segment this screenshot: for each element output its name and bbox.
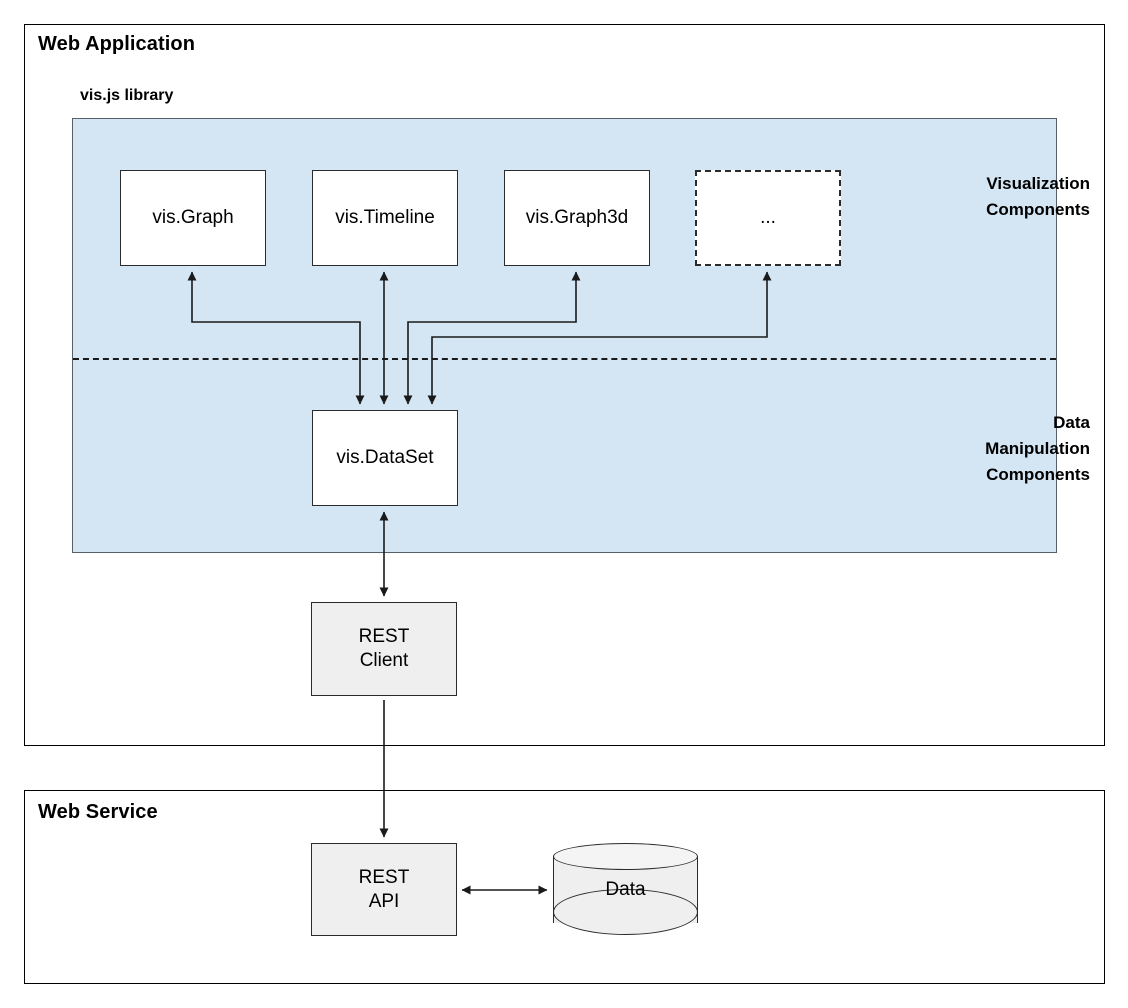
cylinder-bottom-ellipse bbox=[553, 889, 698, 935]
node-ellipsis-label: ... bbox=[760, 207, 776, 228]
node-rest-api-label: REST API bbox=[358, 866, 410, 912]
node-vis-graph3d[interactable]: vis.Graph3d bbox=[504, 170, 650, 266]
node-vis-timeline[interactable]: vis.Timeline bbox=[312, 170, 458, 266]
data-manipulation-components-caption: Data Manipulation Components bbox=[985, 413, 1090, 484]
node-ellipsis-placeholder[interactable]: ... bbox=[695, 170, 841, 266]
node-vis-timeline-label: vis.Timeline bbox=[335, 207, 435, 228]
node-rest-client[interactable]: REST Client bbox=[311, 602, 457, 696]
vis-js-library-title: vis.js library bbox=[80, 87, 174, 104]
node-vis-dataset[interactable]: vis.DataSet bbox=[312, 410, 458, 506]
layer-divider bbox=[73, 358, 1056, 360]
node-vis-graph-label: vis.Graph bbox=[152, 207, 234, 228]
cylinder-top-ellipse bbox=[553, 843, 698, 870]
node-rest-api[interactable]: REST API bbox=[311, 843, 457, 936]
node-data-store-label: Data bbox=[605, 878, 646, 900]
node-rest-client-label: REST Client bbox=[358, 626, 410, 671]
web-application-title: Web Application bbox=[38, 33, 196, 55]
visualization-components-caption: Visualization Components bbox=[986, 174, 1090, 219]
node-vis-dataset-label: vis.DataSet bbox=[336, 447, 434, 468]
node-vis-graph[interactable]: vis.Graph bbox=[120, 170, 266, 266]
web-service-title: Web Service bbox=[38, 801, 158, 823]
node-data-store[interactable]: Data bbox=[553, 843, 698, 936]
node-vis-graph3d-label: vis.Graph3d bbox=[525, 207, 629, 228]
